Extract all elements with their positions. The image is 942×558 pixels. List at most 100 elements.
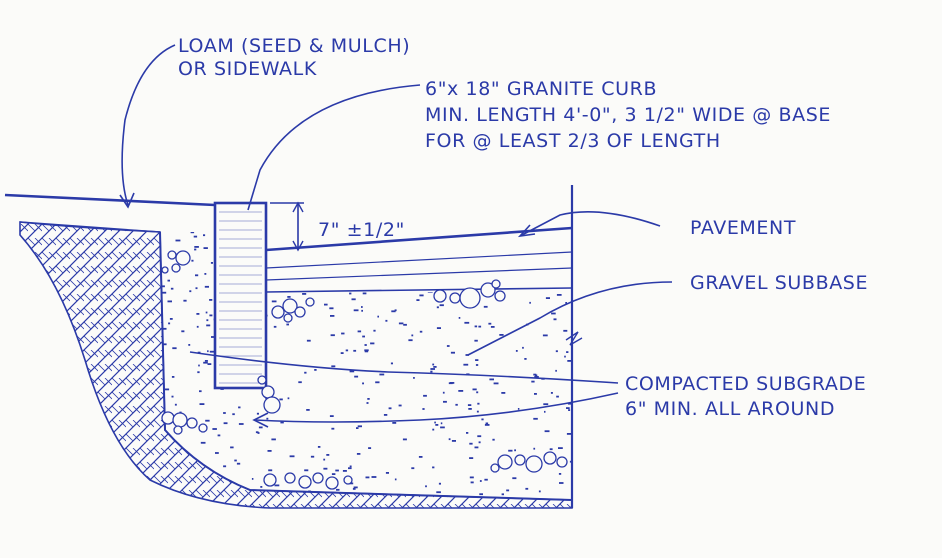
gravel-speck: [466, 277, 471, 279]
gravel-speck: [448, 382, 453, 385]
gravel-speck: [356, 453, 361, 455]
subgrade-leader-arrow: [252, 412, 269, 428]
gravel-speck: [167, 279, 170, 282]
gravel-speck: [364, 350, 369, 353]
gravel-speck: [483, 305, 488, 308]
gravel-label: GRAVEL SUBBASE: [690, 272, 868, 294]
gravel-speck: [559, 482, 564, 484]
gravel-speck: [425, 485, 427, 488]
aggregate-stone: [325, 476, 339, 490]
gravel-speck: [561, 278, 564, 281]
gravel-speck: [474, 325, 478, 328]
gravel-speck: [430, 370, 433, 373]
gravel-speck: [423, 394, 427, 397]
gravel-speck: [362, 292, 367, 295]
gravel-speck: [281, 285, 284, 288]
gravel-speck: [356, 427, 359, 429]
gravel-speck: [366, 402, 369, 404]
aggregate-stone: [271, 305, 285, 319]
pavement-label: PAVEMENT: [690, 217, 796, 239]
gravel-speck: [534, 374, 538, 377]
gravel-speck: [435, 424, 439, 426]
gravel-speck: [466, 432, 469, 434]
aggregate-stone: [161, 411, 175, 425]
gravel-speck: [336, 488, 340, 491]
pavement-bottom: [265, 287, 573, 293]
gravel-speck: [205, 419, 210, 422]
gravel-speck: [549, 448, 553, 451]
gravel-speck: [439, 304, 444, 307]
aggregate-stone: [543, 451, 557, 465]
gravel-speck: [329, 415, 334, 417]
gravel-speck: [493, 382, 499, 385]
gravel-speck: [501, 392, 506, 394]
gravel-speck: [287, 397, 290, 400]
gravel-speck: [300, 258, 304, 261]
gravel-speck: [390, 362, 393, 365]
gravel-speck: [256, 412, 259, 415]
gravel-speck: [193, 235, 198, 238]
gravel-speck: [537, 282, 540, 285]
aggregate-stone: [171, 263, 181, 273]
gravel-speck: [353, 486, 358, 489]
gravel-speck: [357, 425, 362, 428]
gravel-speck: [499, 334, 504, 336]
gravel-speck: [359, 248, 361, 250]
gravel-speck: [172, 347, 177, 350]
aggregate-stone: [491, 279, 501, 289]
gravel-speck: [517, 408, 520, 410]
gravel-speck: [419, 330, 423, 333]
gravel-speck: [203, 361, 208, 364]
gravel-speck: [559, 272, 563, 275]
gravel-speck: [168, 498, 172, 500]
gravel-speck: [365, 476, 370, 479]
gravel-speck: [302, 293, 307, 295]
subgrade-leader-2: [254, 392, 619, 423]
aggregate-stone: [294, 306, 306, 318]
aggregate-stone: [198, 423, 208, 433]
gravel-speck: [267, 235, 273, 237]
gravel-speck: [363, 244, 366, 246]
gravel-speck: [506, 489, 510, 492]
aggregate-stone: [283, 313, 293, 323]
gravel-speck: [280, 421, 284, 424]
gravel-speck: [474, 446, 479, 449]
gravel-speck: [401, 265, 406, 268]
gravel-speck: [204, 285, 209, 288]
aggregate-stone: [459, 287, 481, 309]
gravel-speck: [469, 442, 473, 445]
aggregate-stone: [167, 250, 177, 260]
curb-label-line-3: FOR @ LEAST 2/3 OF LENGTH: [425, 130, 721, 152]
gravel-speck: [298, 381, 302, 384]
gravel-speck: [204, 360, 208, 362]
gravel-speck: [432, 428, 435, 431]
gravel-speck: [550, 392, 553, 394]
gravel-speck: [212, 428, 217, 430]
gravel-speck: [450, 351, 455, 354]
gravel-speck: [197, 371, 200, 374]
aggregate-stone: [490, 463, 500, 473]
gravel-speck: [320, 280, 325, 282]
aggregate-stone: [494, 290, 506, 302]
gravel-speck: [558, 473, 562, 475]
gravel-speck: [183, 299, 187, 302]
gravel-speck: [436, 491, 441, 494]
gravel-speck: [367, 398, 370, 400]
gravel-speck: [203, 247, 208, 249]
gravel-speck: [195, 274, 199, 277]
gravel-speck: [168, 322, 171, 325]
gravel-speck: [350, 272, 354, 275]
aggregate-stone: [161, 266, 169, 274]
gravel-speck: [287, 296, 291, 298]
gravel-speck: [394, 309, 397, 312]
gravel-speck: [285, 238, 289, 240]
gravel-speck: [354, 375, 359, 378]
gravel-speck: [438, 275, 442, 278]
gravel-speck: [417, 253, 420, 256]
gravel-speck: [289, 455, 295, 458]
gravel-speck: [162, 327, 167, 330]
gravel-speck: [352, 488, 356, 490]
gravel-speck: [565, 302, 567, 304]
gravel-speck: [411, 334, 414, 337]
gravel-speck: [205, 311, 208, 314]
